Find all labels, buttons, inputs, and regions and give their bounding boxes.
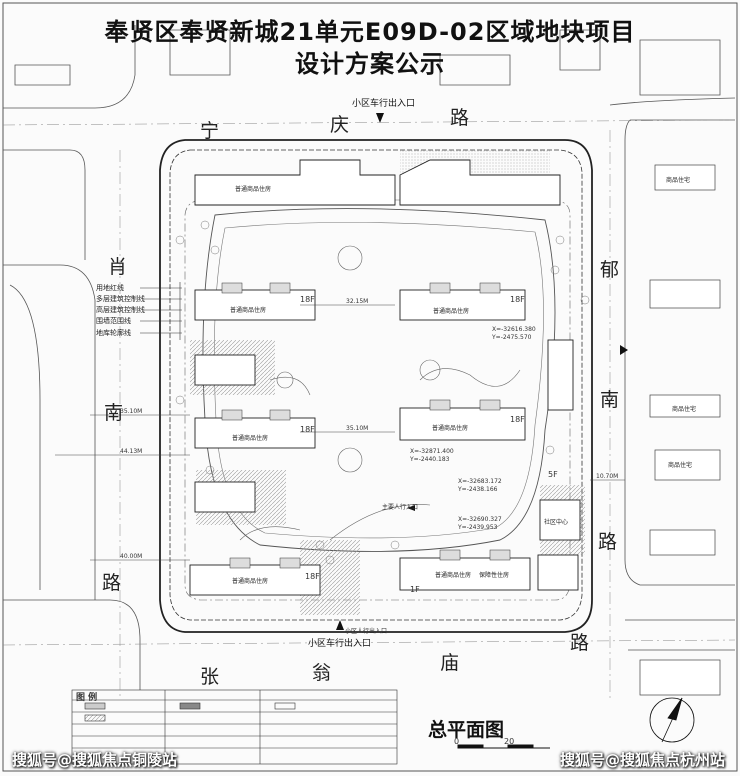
dimension-lines	[55, 304, 625, 561]
building-row2-west	[194, 289, 316, 321]
road-centerlines	[2, 119, 736, 700]
building-row1-east	[399, 159, 561, 206]
building-cores	[221, 282, 511, 569]
watermark-right: 搜狐号@搜狐焦点杭州站	[560, 751, 726, 769]
site-plan-title: 总平面图	[428, 719, 505, 741]
wall-line	[169, 149, 583, 621]
legend-header: 图 例	[76, 693, 98, 703]
floor-label: 1F	[410, 585, 420, 594]
basement-outline	[184, 199, 571, 601]
floor-label: 18F	[300, 425, 315, 434]
road-west-char2: 南	[104, 402, 124, 424]
road-north-char2: 庆	[330, 114, 350, 136]
site-boundary	[159, 139, 593, 633]
road-east-char2: 南	[600, 389, 620, 411]
coord-x: X=-32616.380	[492, 326, 536, 333]
dim-label: 32.15M	[346, 298, 369, 305]
legend-wall-line: 围墙范围线	[96, 317, 131, 325]
coord-y: Y=-2440.183	[410, 456, 450, 463]
residential-buildings	[189, 159, 581, 596]
floor-label: 18F	[510, 415, 525, 424]
label-row2-west: 普通商品住房	[230, 307, 267, 314]
north-entrance-label: 小区车行出入口	[352, 99, 416, 109]
road-east-char3: 路	[598, 531, 618, 553]
road-south-char3: 庙	[440, 652, 460, 674]
legend-leaders	[140, 282, 182, 340]
north-arrow-icon	[649, 697, 695, 743]
east-neighbor-buildings	[639, 164, 721, 696]
road-north-char1: 宁	[200, 120, 220, 142]
legend-table	[71, 689, 398, 765]
label-row3-west: 普通商品住房	[232, 435, 269, 442]
label-row4-east: 普通商品住房	[435, 572, 472, 579]
road-west-char1: 肖	[108, 256, 128, 278]
floor-label: 18F	[305, 572, 320, 581]
scale-label-20: 20	[504, 737, 515, 746]
coord-x: X=-32690.327	[458, 516, 502, 523]
road-south-char1: 张	[200, 666, 220, 688]
legend-highrise-line: 高层建筑控制线	[96, 306, 145, 314]
label-east-neighbor: 商品住宅	[666, 177, 691, 184]
dim-label: 44.13M	[120, 448, 143, 455]
watermark-left: 搜狐号@搜狐焦点铜陵站	[12, 751, 178, 769]
coord-x: X=-32683.172	[458, 478, 502, 485]
surrounding-blocks	[3, 25, 736, 690]
label-row2-east: 普通商品住房	[433, 308, 470, 315]
label-row4-east2: 保障性住房	[479, 572, 510, 579]
coord-y: Y=-2475.570	[492, 334, 532, 341]
community-center	[539, 499, 581, 541]
legend-red-line: 用地红线	[96, 284, 124, 292]
label-row4-west: 普通商品住房	[232, 578, 269, 585]
scale-label-0: 0	[454, 737, 460, 746]
dim-label: 35.10M	[120, 408, 143, 415]
road-north-char3: 路	[450, 107, 470, 129]
coord-y: Y=-2438.166	[458, 486, 498, 493]
legend-basement-line: 地库轮廓线	[96, 329, 131, 337]
building-row4-west	[189, 564, 321, 596]
building-row1-west	[194, 159, 396, 206]
east-pedestrian-label: 主要人行入口	[382, 504, 419, 511]
floor-label: 18F	[510, 295, 525, 304]
dim-label: 10.70M	[596, 473, 619, 480]
dim-label: 40.00M	[120, 553, 143, 560]
trees	[175, 220, 590, 565]
plan-title-line1: 奉贤区奉贤新城21单元E09D-02区域地块项目	[104, 18, 636, 46]
south-entrance-label: 小区车行出入口	[308, 639, 372, 649]
floor-label: 18F	[300, 295, 315, 304]
building-east-small	[547, 339, 574, 411]
label-east-neighbor3: 商品住宅	[668, 462, 693, 469]
building-row3-east	[399, 407, 526, 441]
label-row1-west: 普通商品住房	[235, 186, 272, 193]
scale-bar	[457, 744, 550, 749]
label-row3-east: 普通商品住房	[432, 425, 469, 432]
label-east-neighbor2: 商品住宅	[672, 406, 697, 413]
road-east-char1: 郁	[600, 259, 620, 281]
building-midrise-1	[194, 354, 256, 386]
coord-y: Y=-2439.953	[458, 524, 498, 531]
dim-label: 35.10M	[346, 425, 369, 432]
label-community-center: 社区中心	[544, 519, 569, 526]
south-pedestrian-label: 小区人行出入口	[345, 628, 388, 635]
building-row4-east	[399, 557, 531, 591]
north-entrance-arrow	[376, 113, 384, 123]
road-south-char2: 翁	[312, 662, 332, 684]
building-row3-west	[194, 417, 316, 449]
landscape-paths	[239, 245, 521, 541]
building-midrise-2	[194, 481, 256, 513]
south-entrance-arrow	[336, 620, 344, 630]
road-south-char4: 路	[570, 632, 590, 654]
east-entrance-arrow	[620, 345, 628, 355]
building-row2-east	[399, 289, 526, 321]
building-row4-east2	[537, 554, 579, 591]
plan-title-line2: 设计方案公示	[295, 50, 445, 78]
coord-x: X=-32871.400	[410, 448, 454, 455]
entrance-arrows	[336, 113, 628, 630]
legend-multistory-line: 多层建筑控制线	[96, 295, 145, 303]
road-west-char3: 路	[102, 572, 122, 594]
floor-label: 5F	[548, 470, 558, 479]
